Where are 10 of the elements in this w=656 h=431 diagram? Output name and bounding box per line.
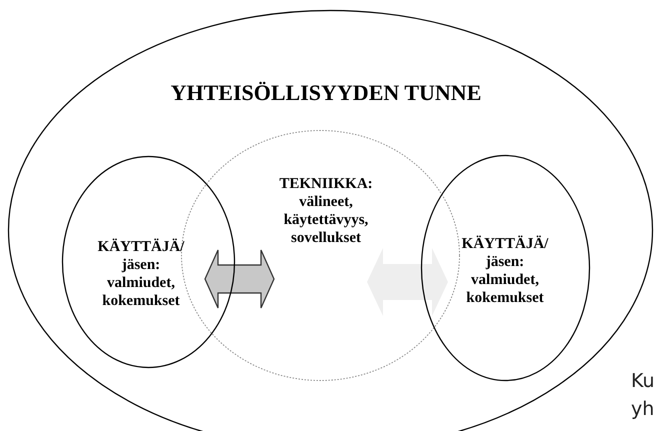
ellipse (62, 156, 235, 368)
ellipse-heading: YHTEISÖLLISYYDEN TUNNE (170, 80, 482, 106)
ellipse-label: KÄYTTÄJÄ/ jäsen: valmiudet, kokemukset (96, 238, 186, 310)
cut-off-text: yh (631, 400, 654, 419)
ellipse-label: TEKNIIKKA: välineet, käytettävyys, sovellukset (278, 175, 374, 247)
double-block-arrow (367, 248, 448, 316)
ellipse-label: KÄYTTÄJÄ/ jäsen: valmiudet, kokemukset (460, 235, 550, 307)
cut-off-text: Ku (631, 372, 655, 391)
ellipse (421, 155, 590, 381)
double-block-arrow (204, 249, 275, 309)
